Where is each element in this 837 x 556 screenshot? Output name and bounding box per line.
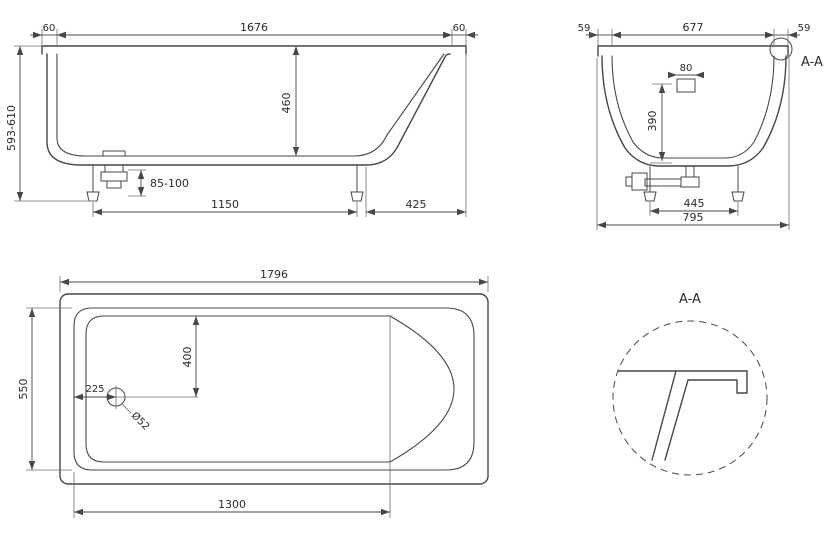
dim-side-inner-length: 1676 (240, 21, 268, 34)
end-foot-left-pad (643, 191, 657, 202)
dim-end-overall-width: 795 (683, 211, 704, 224)
dim-end-overhang-right: 59 (798, 23, 811, 34)
dim-plan-drain-offset-side: 225 (85, 384, 104, 395)
side-drain-part-1 (104, 164, 124, 173)
dim-plan-drain-diameter: Ø52 (129, 410, 152, 433)
side-shell-outer (46, 53, 451, 166)
plan-inner-rim (73, 307, 475, 471)
end-foot-right-pad (731, 191, 745, 202)
dim-plan-overall-length: 1796 (260, 268, 288, 281)
detail-rim-lip (687, 370, 748, 394)
dim-plan-drain-offset-length: 400 (181, 347, 194, 368)
dim-plan-bottom-length: 1300 (218, 498, 246, 511)
side-view: 60 1676 60 593-610 460 85-100 1150 425 (5, 21, 478, 217)
dim-side-overall-height: 593-610 (5, 105, 18, 151)
end-shell-inner (611, 55, 775, 159)
detail-title: A-A (679, 292, 701, 307)
dim-plan-inner-width: 550 (17, 379, 30, 400)
drain-leader-line (121, 403, 132, 414)
dim-end-overflow: 80 (680, 63, 693, 74)
end-drain-elbow (680, 176, 700, 188)
dim-side-feet-span: 1150 (211, 198, 239, 211)
end-overflow-hole (676, 78, 696, 93)
dim-end-inner-width: 677 (683, 21, 704, 34)
side-foot-right-pad (350, 191, 364, 202)
side-shell-inner (56, 53, 445, 157)
dim-side-overhang-right: 60 (453, 23, 466, 34)
dim-side-overhang-left: 60 (43, 23, 56, 34)
dim-end-feet-span: 445 (684, 197, 705, 210)
section-detail-circle (769, 37, 793, 61)
detail-view: A-A (612, 292, 768, 476)
dim-end-overhang-left: 59 (578, 23, 591, 34)
section-label: A-A (801, 55, 823, 70)
end-drain-pipe (644, 178, 682, 187)
plan-view: 1796 550 400 225 Ø52 1300 (17, 268, 489, 518)
side-drain-flange (102, 150, 126, 157)
detail-wall-outer (651, 370, 677, 461)
dim-end-depth: 390 (646, 111, 659, 132)
dim-side-depth: 460 (280, 93, 293, 114)
plan-basin-bottom (85, 315, 455, 463)
detail-boundary-circle (612, 320, 768, 476)
end-view: 59 677 59 A-A 80 390 445 795 (578, 21, 823, 230)
end-drain-outlet (625, 176, 633, 187)
detail-wall-inner (664, 379, 689, 461)
end-shell-outer (601, 55, 787, 167)
side-foot-left-pad (86, 191, 100, 202)
side-drain-part-2 (100, 171, 128, 182)
plan-outer-rim (59, 293, 489, 485)
dim-side-drain-height: 85-100 (150, 177, 189, 190)
dim-side-slope-run: 425 (406, 198, 427, 211)
side-drain-part-3 (106, 180, 122, 189)
